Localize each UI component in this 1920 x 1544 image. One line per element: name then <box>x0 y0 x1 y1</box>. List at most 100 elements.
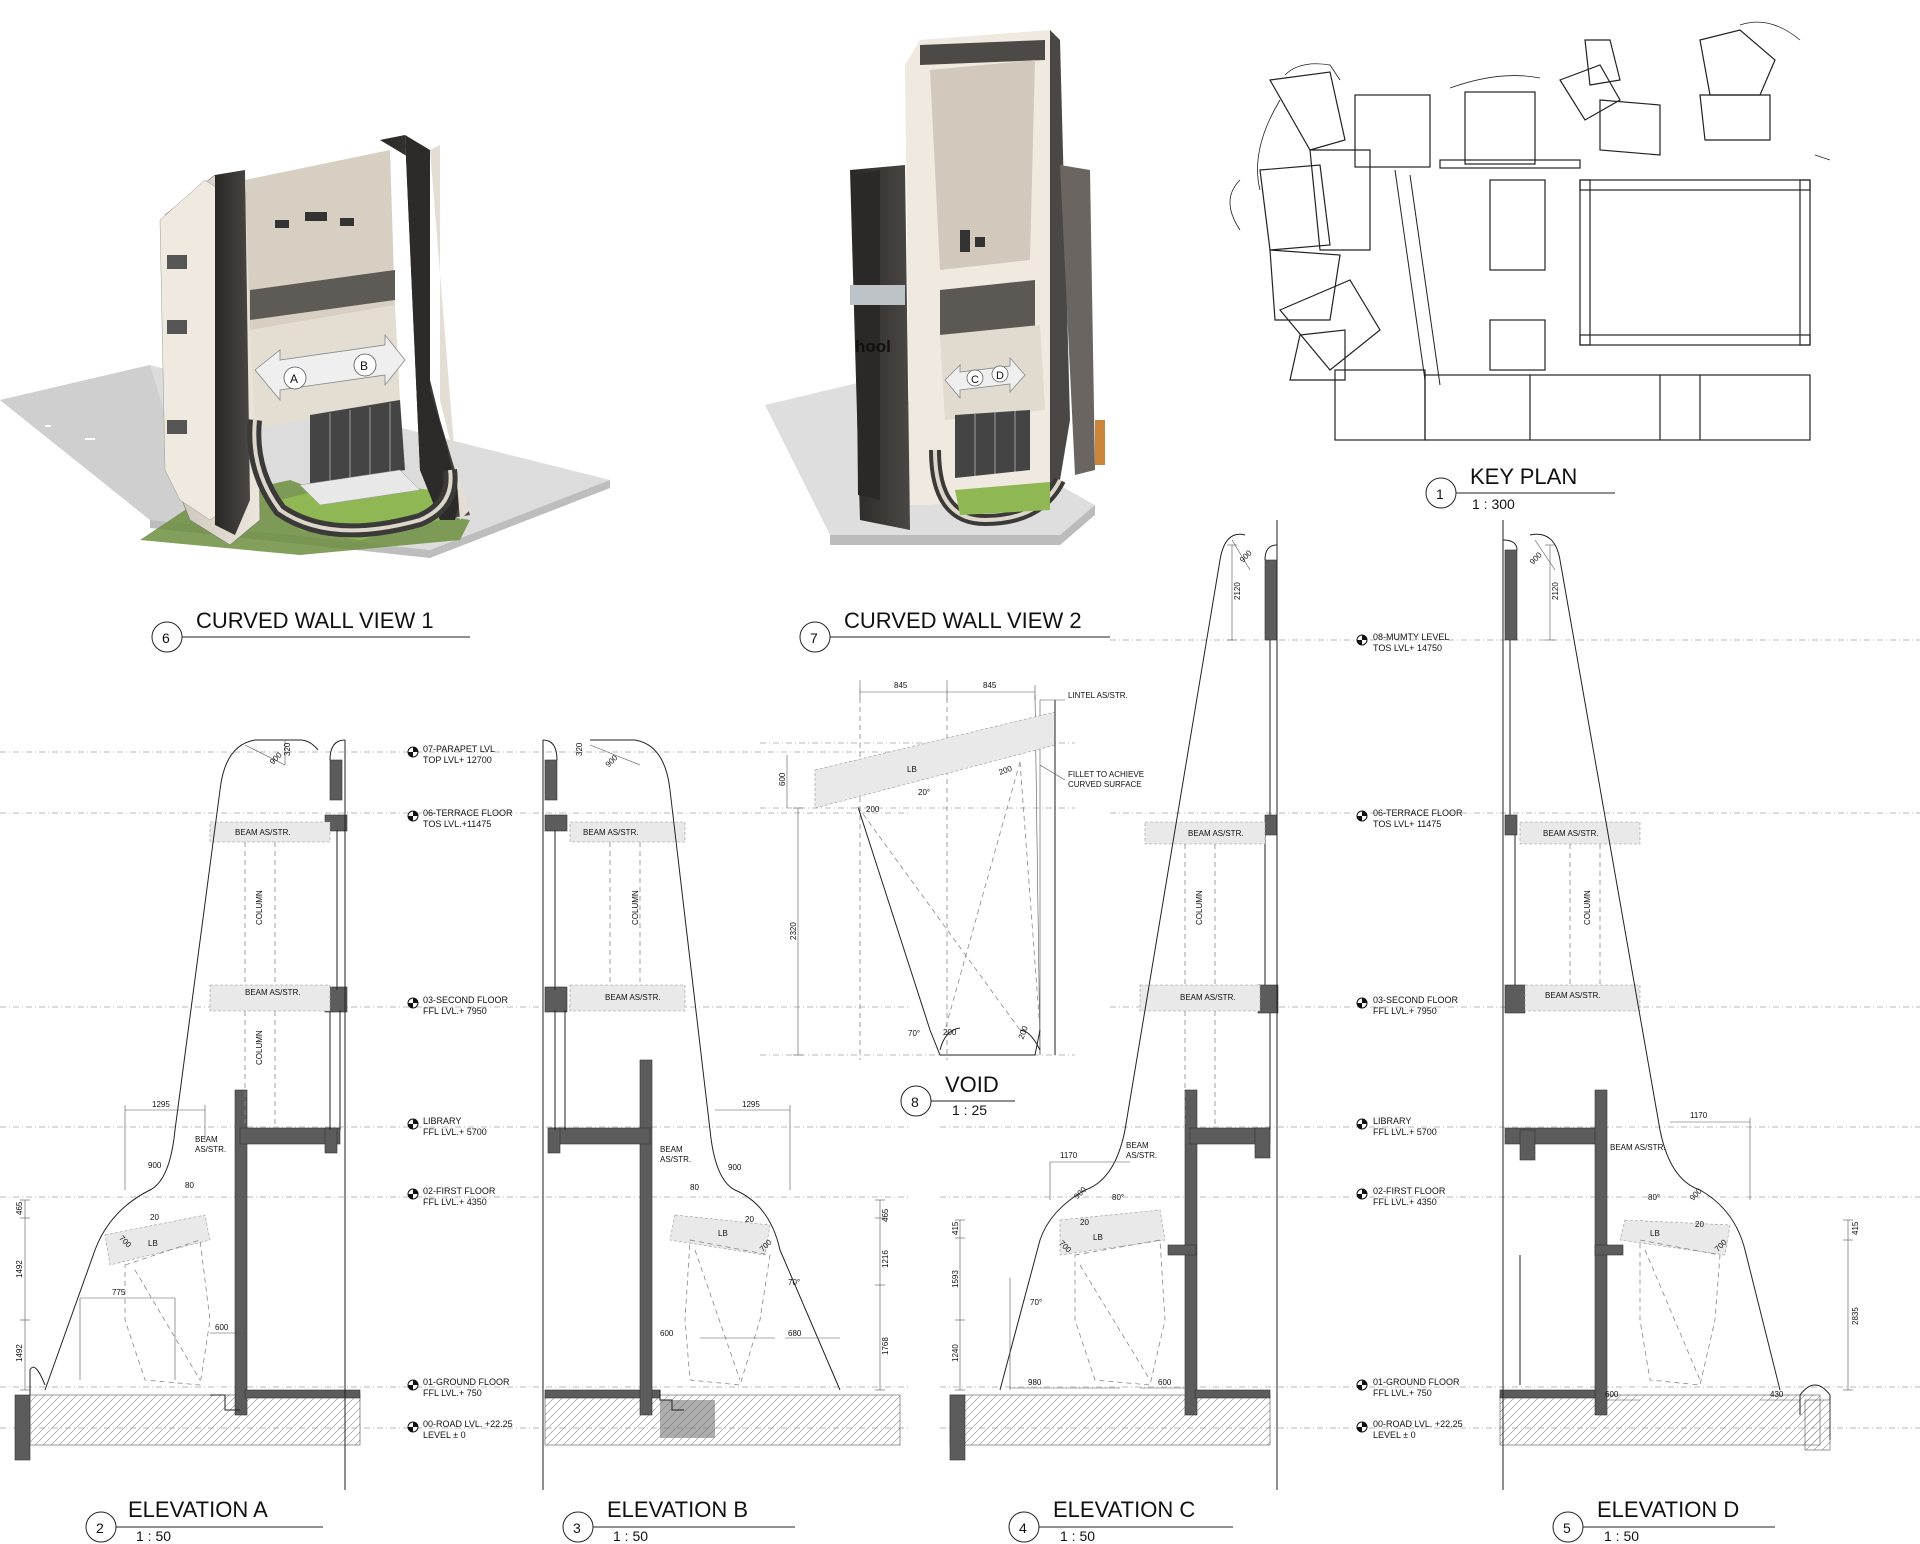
label-a-beam-terrace: BEAM AS/STR. <box>235 828 291 837</box>
dim-a-1492-upper: 1492 <box>15 1260 24 1278</box>
view-title-key-plan: KEY PLAN <box>1470 464 1577 489</box>
dim-a-1295: 1295 <box>152 1100 170 1109</box>
level-name-parapet: 07-PARAPET LVL <box>423 744 495 754</box>
dim-b-900-top: 900 <box>604 753 620 769</box>
level-name-ground-r: 01-GROUND FLOOR <box>1373 1377 1460 1387</box>
view-title-elevation-a: ELEVATION A <box>128 1497 268 1522</box>
label-b-as-str: AS/STR. <box>660 1155 691 1164</box>
arrow-label-c: C <box>971 374 979 386</box>
level-value-terrace-r: TOS LVL+ 11475 <box>1373 819 1441 829</box>
view-number-7: 7 <box>810 630 818 646</box>
label-c-beam-terrace: BEAM AS/STR. <box>1188 829 1244 838</box>
view-number-3: 3 <box>573 1520 581 1536</box>
dim-b-1295: 1295 <box>742 1100 760 1109</box>
dim-void-845-right: 845 <box>983 681 997 690</box>
dim-c-415: 415 <box>951 1221 960 1235</box>
dim-c-80deg: 80° <box>1112 1193 1124 1202</box>
label-b-beam-second: BEAM AS/STR. <box>605 993 661 1002</box>
level-name-ground: 01-GROUND FLOOR <box>423 1377 510 1387</box>
view-number-5: 5 <box>1563 1520 1571 1536</box>
level-value-second-r: FFL LVL.+ 7950 <box>1373 1006 1437 1016</box>
level-value-road-r: LEVEL ± 0 <box>1373 1430 1416 1440</box>
view-title-curved-wall-1: CURVED WALL VIEW 1 <box>196 608 434 633</box>
dim-a-320: 320 <box>283 742 292 756</box>
dim-c-20: 20 <box>1080 1218 1089 1227</box>
dim-c-900-top: 900 <box>1238 548 1254 564</box>
view-scale-key-plan: 1 : 300 <box>1472 496 1515 512</box>
level-name-second: 03-SECOND FLOOR <box>423 995 509 1005</box>
level-name-first-r: 02-FIRST FLOOR <box>1373 1186 1446 1196</box>
dim-a-1492-lower: 1492 <box>15 1344 24 1362</box>
arrow-label-d: D <box>996 370 1004 382</box>
dim-a-775: 775 <box>112 1288 126 1297</box>
view-scale-elevation-d: 1 : 50 <box>1604 1528 1639 1544</box>
dim-c-980: 980 <box>1028 1378 1042 1387</box>
dim-void-70deg: 70° <box>908 1029 920 1038</box>
curved-wall-view-1: A B <box>0 135 610 558</box>
label-d-lb: LB <box>1650 1229 1660 1238</box>
label-c-beam: BEAM <box>1126 1141 1149 1150</box>
level-value-first-r: FFL LVL.+ 4350 <box>1373 1197 1437 1207</box>
view-number-1: 1 <box>1436 486 1444 502</box>
dim-c-600: 600 <box>1158 1378 1172 1387</box>
label-a-beam-second: BEAM AS/STR. <box>245 988 301 997</box>
label-void-fillet-2: CURVED SURFACE <box>1068 780 1142 789</box>
dim-c-900: 900 <box>1072 1185 1088 1201</box>
dim-void-200-c: 200 <box>943 1028 957 1037</box>
label-void-lintel: LINTEL AS/STR. <box>1068 691 1128 700</box>
view-title-curved-wall-2: CURVED WALL VIEW 2 <box>844 608 1082 633</box>
label-a-as-str: AS/STR. <box>195 1145 226 1154</box>
elevation-c: 900 2120 1170 900 80° 20 700 415 1593 70… <box>949 520 1279 1490</box>
title-elevation-c: 4 ELEVATION C 1 : 50 <box>1008 1497 1233 1544</box>
level-value-first: FFL LVL.+ 4350 <box>423 1197 487 1207</box>
dim-d-430: 430 <box>1770 1390 1784 1399</box>
label-c-as-str: AS/STR. <box>1126 1151 1157 1160</box>
dim-void-2320: 2320 <box>789 922 798 940</box>
dim-b-900: 900 <box>728 1163 742 1172</box>
level-name-terrace-r: 06-TERRACE FLOOR <box>1373 808 1463 818</box>
label-a-lb: LB <box>148 1239 158 1248</box>
elevation-b: 320 900 1295 900 80 20 700 465 1216 70° … <box>542 739 901 1490</box>
label-d-beam-terrace: BEAM AS/STR. <box>1543 829 1599 838</box>
label-c-lb: LB <box>1093 1233 1103 1242</box>
dim-d-1170: 1170 <box>1690 1111 1708 1120</box>
label-a-column-upper: COLUMN <box>255 890 264 925</box>
dim-a-20: 20 <box>150 1213 159 1222</box>
title-void: 8 VOID 1 : 25 <box>900 1072 1015 1118</box>
title-curved-wall-view-1: 6 CURVED WALL VIEW 1 <box>151 608 470 653</box>
label-a-column-lower: COLUMN <box>255 1030 264 1065</box>
dim-a-465: 465 <box>15 1201 24 1215</box>
level-tags-right: 08-MUMTY LEVEL TOS LVL+ 14750 06-TERRACE… <box>1356 632 1463 1440</box>
school-sign: hool <box>855 337 891 356</box>
level-value-library-r: FFL LVL.+ 5700 <box>1373 1127 1437 1137</box>
dim-a-900-top: 900 <box>268 750 284 766</box>
dim-b-70deg: 70° <box>788 1278 800 1287</box>
dim-d-900-top: 900 <box>1528 550 1544 566</box>
dim-c-1240: 1240 <box>951 1344 960 1362</box>
label-void-lb: LB <box>907 765 917 774</box>
arrow-label-a: A <box>290 372 298 386</box>
dim-void-200-b: 200 <box>866 805 880 814</box>
dim-b-465: 465 <box>881 1208 890 1222</box>
dim-a-900: 900 <box>148 1161 162 1170</box>
dim-b-1216: 1216 <box>881 1250 890 1268</box>
curved-wall-view-2: hool C D <box>765 30 1105 545</box>
view-scale-void: 1 : 25 <box>952 1102 987 1118</box>
dim-a-80: 80 <box>185 1181 194 1190</box>
level-name-first: 02-FIRST FLOOR <box>423 1186 496 1196</box>
dim-d-415: 415 <box>1851 1221 1860 1235</box>
dim-void-200-a: 200 <box>998 764 1014 777</box>
label-b-column: COLUMN <box>631 890 640 925</box>
level-value-ground: FFL LVL.+ 750 <box>423 1388 482 1398</box>
level-value-parapet: TOP LVL+ 12700 <box>423 755 492 765</box>
dim-c-2120: 2120 <box>1233 582 1242 600</box>
void-detail: 845 845 600 200 20° 200 2320 70° 200 200… <box>760 680 1144 1060</box>
label-void-fillet-1: FILLET TO ACHIEVE <box>1068 770 1144 779</box>
dim-b-80: 80 <box>690 1183 699 1192</box>
dim-c-1593: 1593 <box>951 1270 960 1288</box>
dim-void-200-d: 200 <box>1017 1024 1030 1040</box>
elevation-d: 900 2120 1170 80° 900 20 700 415 2835 60… <box>1499 520 1860 1490</box>
level-name-library: LIBRARY <box>423 1116 461 1126</box>
level-name-mumty-r: 08-MUMTY LEVEL <box>1373 632 1449 642</box>
